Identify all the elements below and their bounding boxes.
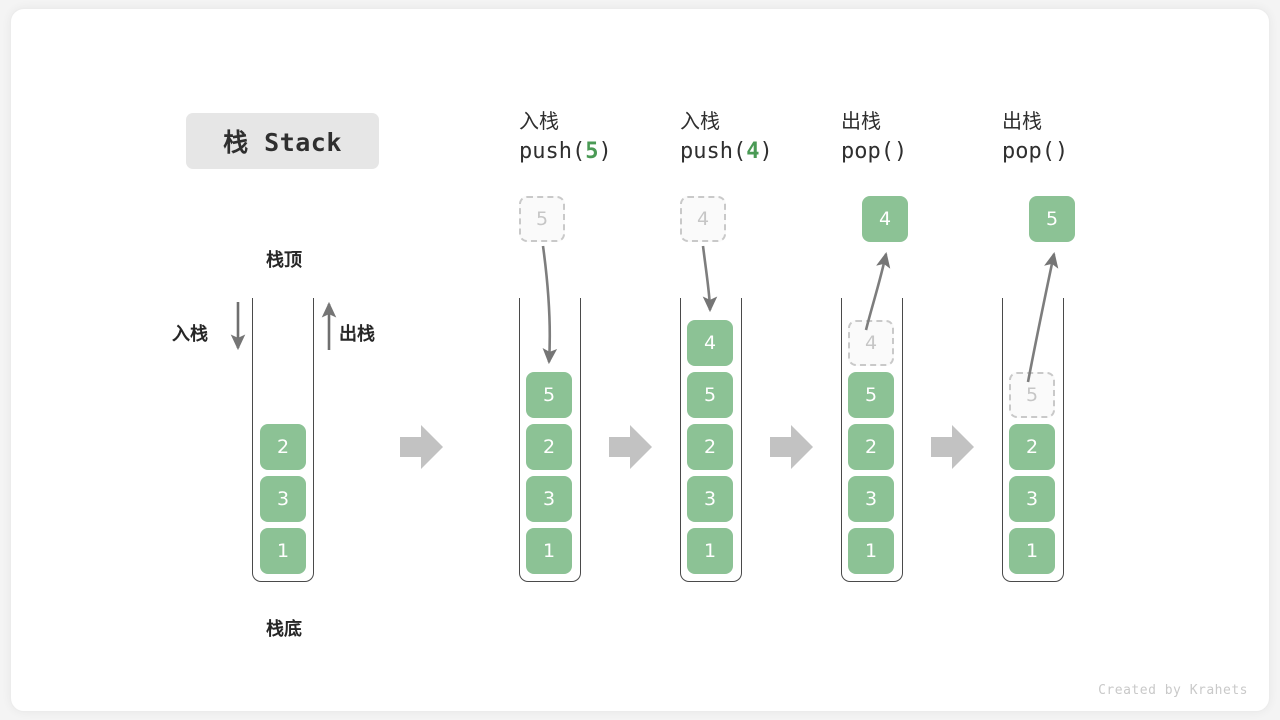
diagram-title-badge: 栈 Stack — [186, 113, 379, 169]
stack-cell: 1 — [1009, 528, 1055, 574]
code-suffix: ) — [1054, 139, 1069, 164]
stack-cell: 3 — [526, 476, 572, 522]
floating-element-push-4: 4 — [680, 196, 726, 242]
stack-cell: 2 — [526, 424, 572, 470]
column-header-cn: 出栈 — [1002, 109, 1042, 133]
stack-cell: 3 — [848, 476, 894, 522]
code-prefix: pop( — [1002, 139, 1055, 164]
stack-cell: 5 — [526, 372, 572, 418]
column-header-cn: 入栈 — [680, 109, 720, 133]
stack-cell-removed: 5 — [1009, 372, 1055, 418]
stack-cell: 1 — [687, 528, 733, 574]
code-arg: 5 — [585, 139, 599, 164]
column-header-code: push(4) — [680, 136, 830, 168]
diagram-title-text: 栈 Stack — [223, 128, 342, 157]
credit-text: Created by Krahets — [1098, 683, 1248, 698]
stack-cell-removed: 4 — [848, 320, 894, 366]
code-prefix: push( — [519, 139, 586, 164]
column-header-pop-5: 出栈 pop() — [1002, 106, 1152, 168]
stack-cell: 1 — [260, 528, 306, 574]
stack-container-push-4 — [680, 298, 742, 582]
push-direction-label: 入栈 — [172, 324, 208, 345]
stack-container-push-5 — [519, 298, 581, 582]
column-header-code: pop() — [1002, 136, 1152, 168]
stack-cell: 2 — [687, 424, 733, 470]
code-prefix: pop( — [841, 139, 894, 164]
popped-element-4: 4 — [862, 196, 908, 242]
code-suffix: ) — [759, 139, 773, 164]
code-suffix: ) — [598, 139, 612, 164]
stack-cell: 3 — [1009, 476, 1055, 522]
column-header-code: pop() — [841, 136, 991, 168]
popped-element-5: 5 — [1029, 196, 1075, 242]
stack-cell: 1 — [848, 528, 894, 574]
column-header-cn: 出栈 — [841, 109, 881, 133]
column-header-cn: 入栈 — [519, 109, 559, 133]
column-header-pop-4: 出栈 pop() — [841, 106, 991, 168]
stack-bottom-label: 栈底 — [266, 619, 302, 640]
code-prefix: push( — [680, 139, 747, 164]
stack-cell: 3 — [260, 476, 306, 522]
stack-container-pop-5 — [1002, 298, 1064, 582]
stack-cell: 4 — [687, 320, 733, 366]
floating-element-push-5: 5 — [519, 196, 565, 242]
stack-cell: 5 — [687, 372, 733, 418]
column-header-push-5: 入栈 push(5) — [519, 106, 669, 168]
pop-direction-label: 出栈 — [339, 324, 375, 345]
code-suffix: ) — [893, 139, 908, 164]
stack-container-initial — [252, 298, 314, 582]
stack-cell: 5 — [848, 372, 894, 418]
code-arg: 4 — [746, 139, 760, 164]
column-header-push-4: 入栈 push(4) — [680, 106, 830, 168]
stack-cell: 3 — [687, 476, 733, 522]
column-header-code: push(5) — [519, 136, 669, 168]
stack-cell: 2 — [260, 424, 306, 470]
stack-cell: 2 — [848, 424, 894, 470]
stack-cell: 2 — [1009, 424, 1055, 470]
stack-container-pop-4 — [841, 298, 903, 582]
stack-cell: 1 — [526, 528, 572, 574]
stack-top-label: 栈顶 — [266, 250, 302, 271]
